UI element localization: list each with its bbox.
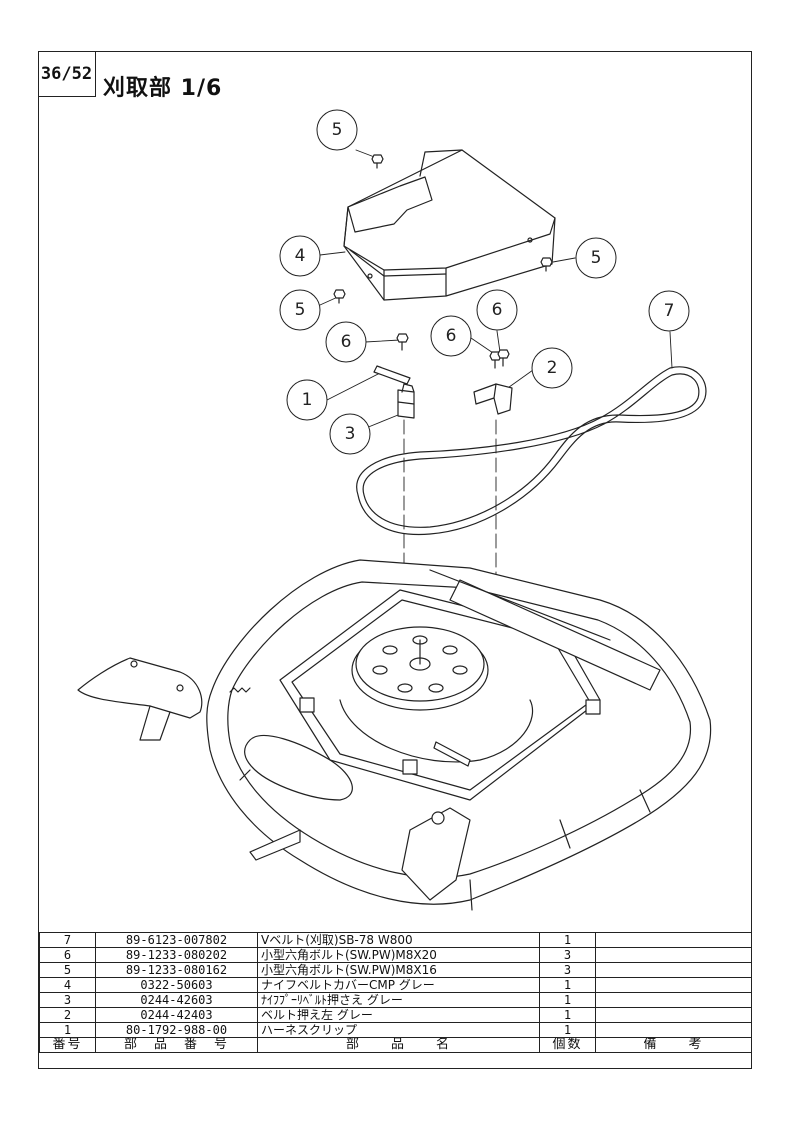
callout-4 — [279, 235, 321, 277]
header-part-number: 部 品 番 号 — [95, 1037, 258, 1053]
row-part-number: 80-1792-988-00 — [95, 1022, 258, 1038]
callout-6c — [476, 289, 518, 331]
row-qty: 1 — [539, 1022, 596, 1038]
callout-3 — [329, 413, 371, 455]
row-note — [595, 1022, 752, 1038]
row-note — [595, 992, 752, 1008]
header-note: 備 考 — [595, 1037, 752, 1053]
header-part-name: 部 品 名 — [257, 1037, 540, 1053]
belt-holder-part3 — [397, 383, 415, 419]
callout-num: 3 — [345, 424, 356, 444]
row-part-number: 0322-50603 — [95, 977, 258, 993]
lever-plate — [77, 657, 203, 741]
row-qty: 1 — [539, 932, 596, 948]
row-note — [595, 977, 752, 993]
header-no: 番号 — [39, 1037, 96, 1053]
row-qty: 3 — [539, 947, 596, 963]
callout-circles — [279, 109, 690, 455]
v-belt-part7 — [356, 366, 707, 536]
callout-num: 1 — [302, 390, 313, 410]
page-number: 36/52 — [38, 51, 96, 97]
row-note — [595, 1007, 752, 1023]
callout-1 — [286, 379, 328, 421]
row-qty: 1 — [539, 1007, 596, 1023]
row-part-name: Vベルト(刈取)SB-78 W800 — [257, 932, 540, 948]
callout-2 — [531, 347, 573, 389]
row-no: 3 — [39, 992, 96, 1008]
mower-deck — [206, 559, 712, 911]
callout-num: 5 — [295, 300, 306, 320]
callout-num: 2 — [547, 358, 558, 378]
row-no: 6 — [39, 947, 96, 963]
row-part-number: 89-6123-007802 — [95, 932, 258, 948]
callout-5c — [279, 289, 321, 331]
row-no: 7 — [39, 932, 96, 948]
row-qty: 1 — [539, 977, 596, 993]
row-qty: 3 — [539, 962, 596, 978]
callout-num: 6 — [446, 326, 457, 346]
callout-num: 5 — [591, 248, 602, 268]
belt-retainer-part2 — [473, 383, 513, 415]
callout-6b — [430, 315, 472, 357]
callout-num: 6 — [341, 332, 352, 352]
row-no: 4 — [39, 977, 96, 993]
row-part-name: ﾅｲﾌﾌﾟｰﾘﾍﾞﾙﾄ押さえ グレー — [257, 992, 540, 1008]
callout-num: 6 — [492, 300, 503, 320]
row-no: 2 — [39, 1007, 96, 1023]
callout-num: 4 — [295, 246, 306, 266]
page-frame — [38, 51, 752, 1069]
row-no: 1 — [39, 1022, 96, 1038]
row-part-name: ベルト押え左 グレー — [257, 1007, 540, 1023]
harness-clip-part1 — [373, 365, 411, 385]
callout-num: 5 — [332, 120, 343, 140]
exploded-parts-drawing: 5 4 5 5 6 6 6 7 2 1 3 — [77, 109, 712, 911]
row-part-name: 小型六角ボルト(SW.PW)M8X16 — [257, 962, 540, 978]
callout-6a — [325, 321, 367, 363]
header-qty: 個数 — [539, 1037, 596, 1053]
bolts-part5 — [333, 154, 553, 304]
row-part-number: 0244-42403 — [95, 1007, 258, 1023]
row-part-number: 89-1233-080162 — [95, 962, 258, 978]
row-part-name: ハーネスクリップ — [257, 1022, 540, 1038]
row-note — [595, 962, 752, 978]
callout-7 — [648, 290, 690, 332]
row-part-name: ナイフベルトカバーCMP グレー — [257, 977, 540, 993]
bolts-part6 — [396, 333, 510, 369]
row-part-number: 0244-42603 — [95, 992, 258, 1008]
page-title: 刈取部 1/6 — [103, 76, 223, 101]
callout-num: 7 — [664, 301, 675, 321]
callout-numbers: 5 4 5 5 6 6 6 7 2 1 3 — [295, 120, 675, 444]
row-note — [595, 932, 752, 948]
row-qty: 1 — [539, 992, 596, 1008]
row-part-number: 89-1233-080202 — [95, 947, 258, 963]
row-part-name: 小型六角ボルト(SW.PW)M8X20 — [257, 947, 540, 963]
callout-5b — [575, 237, 617, 279]
belt-cover-part4 — [343, 149, 556, 301]
row-no: 5 — [39, 962, 96, 978]
row-note — [595, 947, 752, 963]
callout-5a — [316, 109, 358, 151]
parts-table-header-row: 番号 部 品 番 号 部 品 名 個数 備 考 — [39, 1037, 752, 1053]
